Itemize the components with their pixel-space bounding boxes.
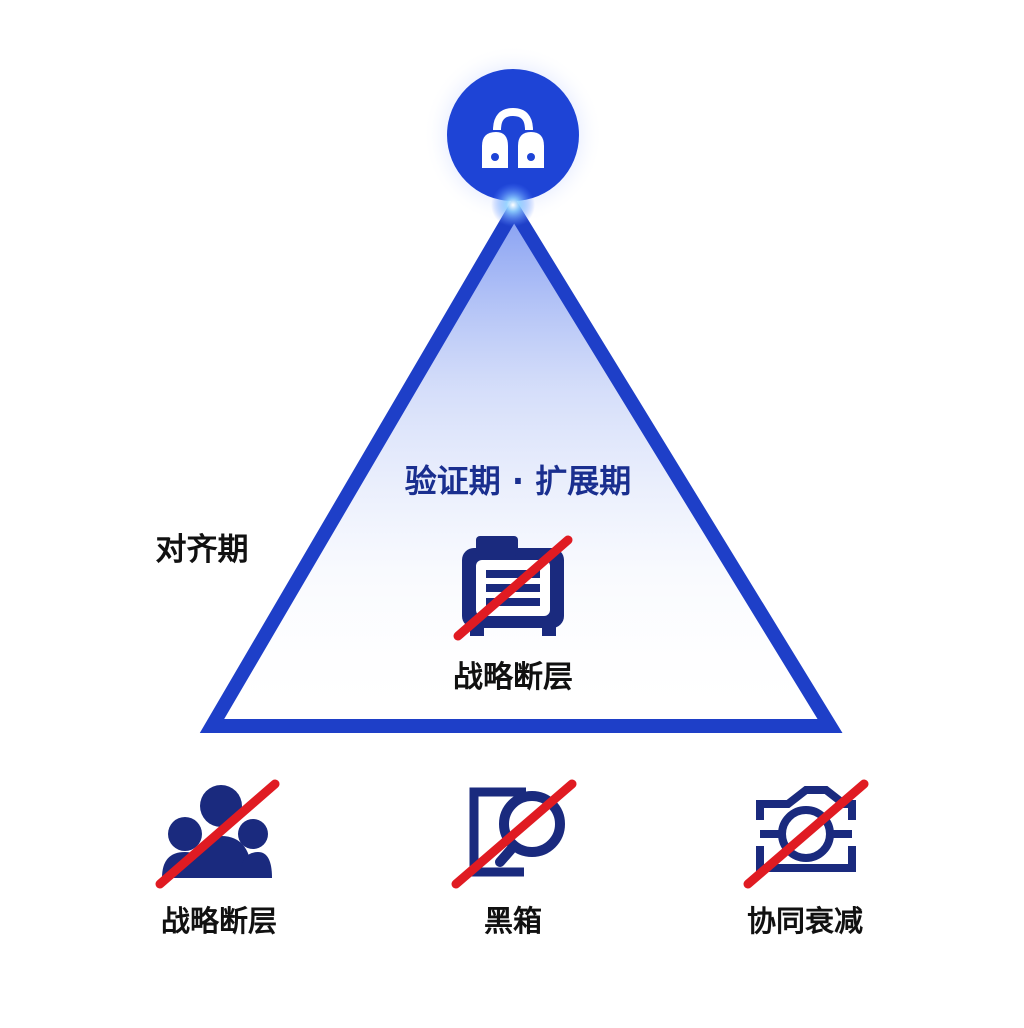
- bottom-item-label: 协同衰减: [746, 904, 864, 938]
- pyramid-triangle: [199, 196, 843, 733]
- lock-cluster-icon: [482, 107, 544, 168]
- team-strike-line: [155, 779, 280, 889]
- network-frame-icon: [756, 786, 856, 872]
- search-strike-line: [451, 779, 577, 889]
- apex-node: [423, 45, 603, 227]
- bottom-item-label: 战略断层: [160, 904, 278, 938]
- bottom-item-label: 黑箱: [483, 904, 543, 938]
- phase-label: 验证期 · 扩展期: [404, 462, 632, 500]
- center-label: 战略断层: [453, 660, 573, 695]
- network-strike-line: [743, 779, 869, 889]
- side-label: 对齐期: [155, 532, 249, 568]
- center-strike-line: [453, 535, 573, 641]
- search-box-icon: [469, 787, 565, 877]
